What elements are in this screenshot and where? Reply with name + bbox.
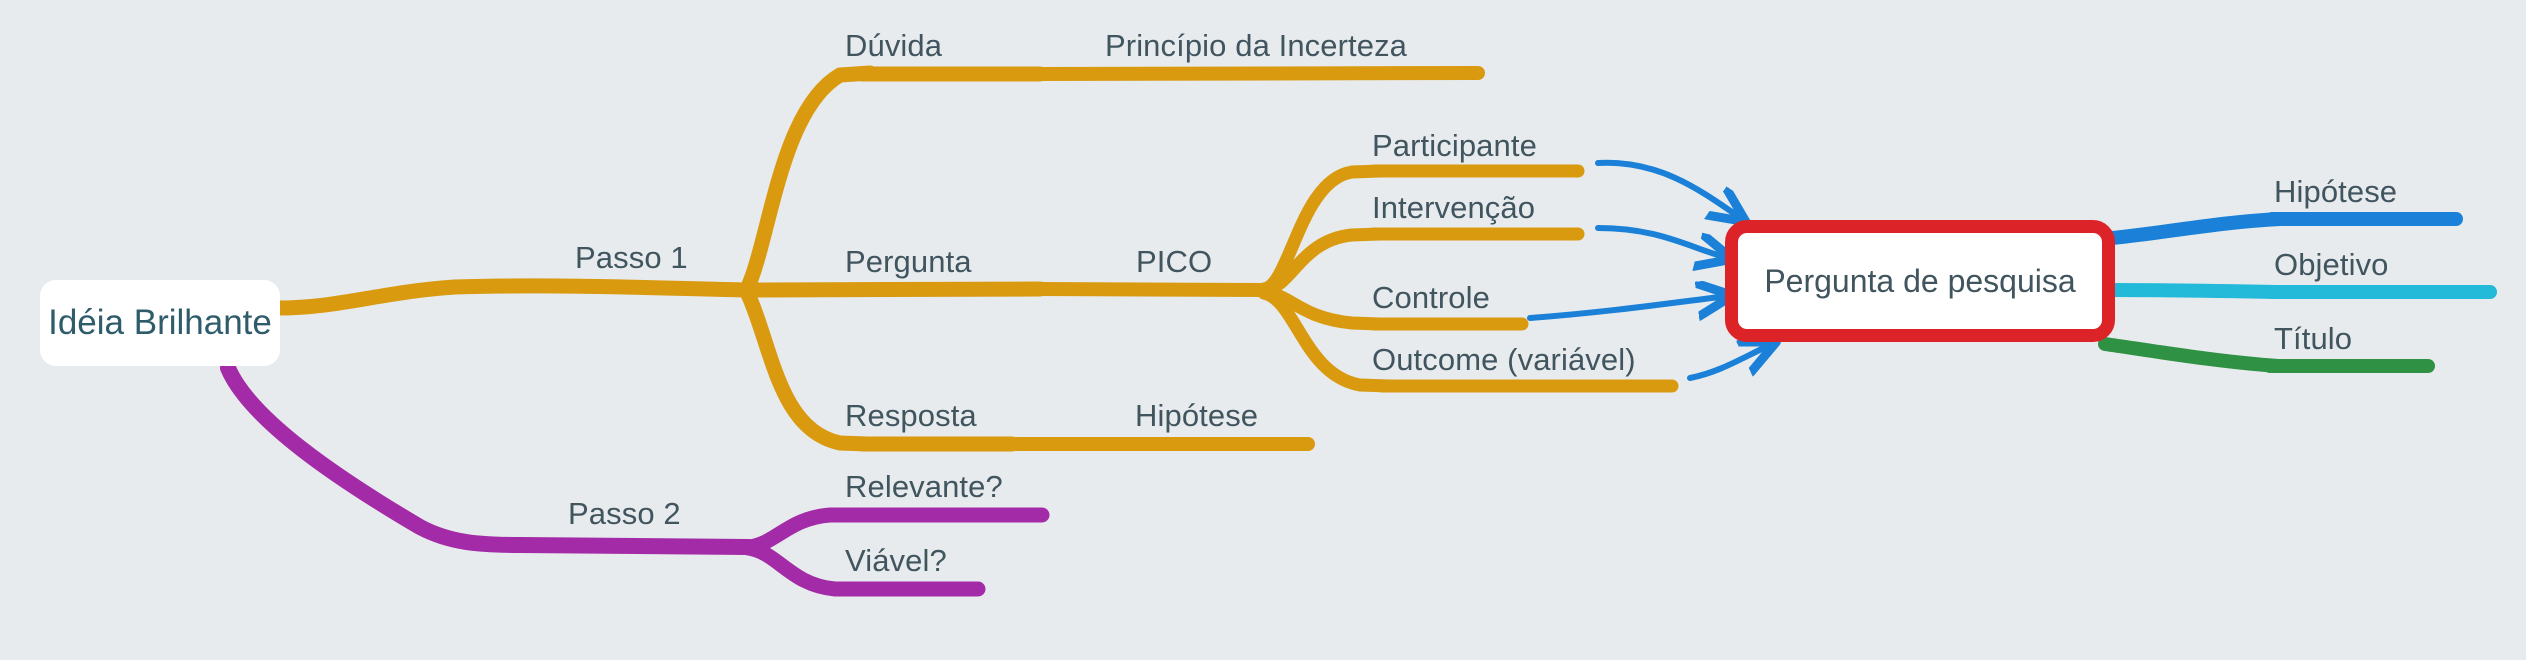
node-label-pico[interactable]: PICO xyxy=(1136,244,1213,279)
node-label-hipotese-resposta[interactable]: Hipótese xyxy=(1135,398,1259,433)
arrow-intervencao-to-focus-node xyxy=(1595,225,1728,258)
edge-passo1-to-duvida xyxy=(739,65,878,297)
edge-focus-to-titulo xyxy=(2098,337,2285,373)
edge-passo2-to-relevante xyxy=(740,507,860,555)
node-label-outcome[interactable]: Outcome (variável) xyxy=(1372,342,1636,377)
node-label-resposta[interactable]: Resposta xyxy=(845,398,977,433)
node-label-participante[interactable]: Participante xyxy=(1372,128,1537,163)
node-label-principio-da-incerteza[interactable]: Princípio da Incerteza xyxy=(1105,28,1408,63)
node-label-viavel[interactable]: Viável? xyxy=(845,543,947,578)
edge-focus-to-hipotese xyxy=(2105,212,2287,245)
edge-passo2-to-viavel xyxy=(740,540,866,597)
root-node-label: Idéia Brilhante xyxy=(48,303,272,342)
edge-pico-to-intervencao xyxy=(1257,227,1387,297)
node-label-passo-2[interactable]: Passo 2 xyxy=(568,496,681,531)
edge-root-to-passo2 xyxy=(220,360,528,553)
node-label-relevante[interactable]: Relevante? xyxy=(845,469,1003,504)
edge-pico-to-outcome xyxy=(1257,286,1397,393)
edge-pergunta-to-pico xyxy=(1033,282,1267,297)
edge-passo1-to-pergunta xyxy=(739,281,1048,298)
arrow-participante-to-focus-node xyxy=(1595,159,1742,219)
focus-node-research-question[interactable]: Pergunta de pesquisa xyxy=(1725,220,2115,342)
node-label-controle[interactable]: Controle xyxy=(1372,280,1490,315)
arrow-outcome-to-focus-node xyxy=(1687,344,1772,381)
edge-passo2-spine xyxy=(512,537,756,555)
focus-node-label: Pergunta de pesquisa xyxy=(1764,262,2076,299)
node-label-hipotese-saida[interactable]: Hipótese xyxy=(2274,174,2398,209)
node-label-pergunta[interactable]: Pergunta xyxy=(845,244,972,279)
edge-principio-da-incerteza-underline xyxy=(1033,66,1485,81)
node-label-passo-1[interactable]: Passo 1 xyxy=(575,240,688,275)
edge-focus-to-objetivo xyxy=(2105,283,2287,299)
node-label-intervencao[interactable]: Intervenção xyxy=(1372,190,1536,225)
node-label-titulo[interactable]: Título xyxy=(2274,321,2353,356)
node-label-objetivo[interactable]: Objetivo xyxy=(2274,247,2389,282)
arrow-controle-to-focus-node xyxy=(1527,296,1728,321)
node-label-duvida[interactable]: Dúvida xyxy=(845,28,943,63)
root-node[interactable]: Idéia Brilhante xyxy=(40,280,280,366)
edge-passo1-to-resposta xyxy=(739,284,876,452)
edge-passo1-spine xyxy=(447,278,753,298)
edge-root-to-passo1 xyxy=(270,279,463,316)
